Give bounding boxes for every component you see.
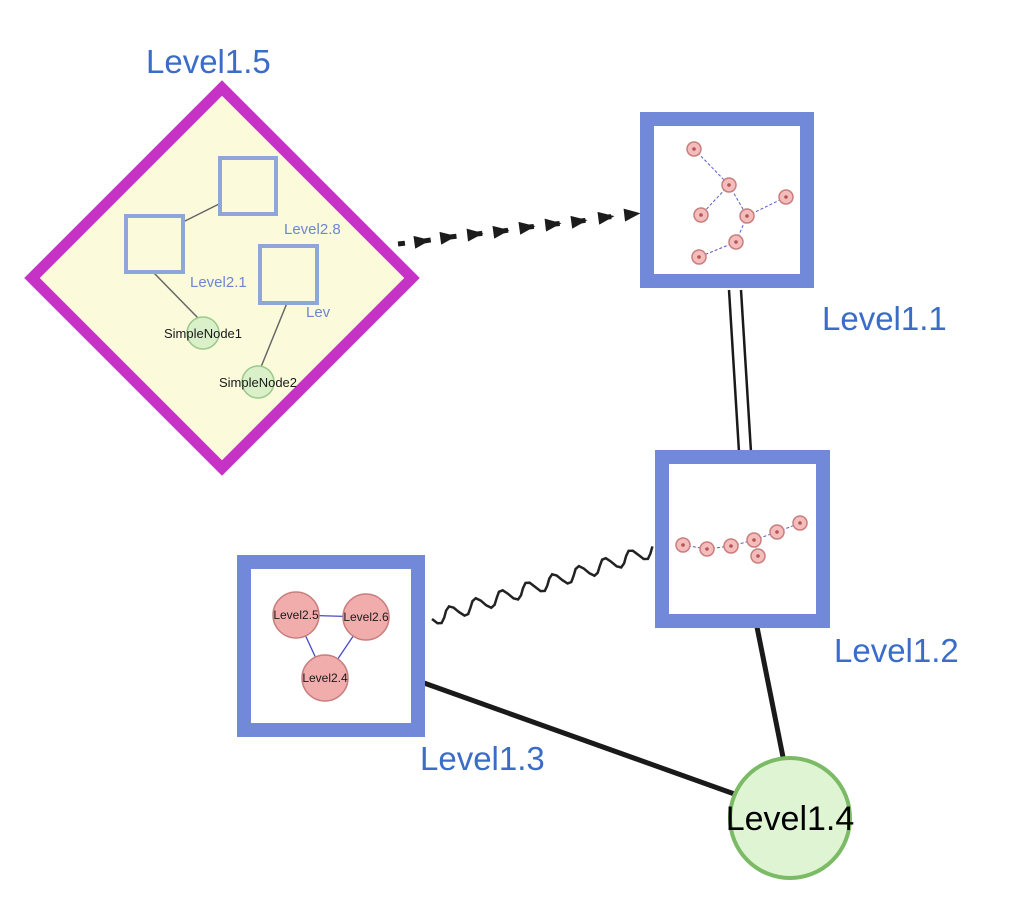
inner-edge-square-left-simplenode1[interactable] xyxy=(152,271,199,319)
label-level1-5: Level1.5 xyxy=(146,43,271,80)
level1-4-circle[interactable] xyxy=(728,756,852,880)
group-node-level2-8[interactable] xyxy=(218,156,278,216)
level1-2-mini-node-marks xyxy=(681,521,802,558)
group-node-level1-5[interactable]: Level2.8 Level2.1 Lev SimpleNode1 Simple… xyxy=(24,80,420,476)
diamond-shape[interactable] xyxy=(24,80,420,476)
node-level2-4[interactable] xyxy=(301,654,349,702)
label-level1-2: Level1.2 xyxy=(834,632,959,669)
label-level2-8: Level2.8 xyxy=(284,221,341,238)
edge-level15-to-level11[interactable] xyxy=(397,208,641,249)
node-simplenode1[interactable] xyxy=(186,316,220,350)
label-level1-1: Level1.1 xyxy=(822,300,947,337)
label-level1-4: Level1.4 xyxy=(726,800,855,838)
level1-2-mini-nodes xyxy=(675,515,808,564)
label-level2-1: Level2.1 xyxy=(190,274,247,291)
label-simplenode2: SimpleNode2 xyxy=(219,375,297,390)
level1-1-mini-node-marks xyxy=(692,147,788,259)
edge-level13-to-level14[interactable] xyxy=(421,680,743,799)
level1-1-mini-nodes xyxy=(686,141,794,265)
label-lev: Lev xyxy=(306,304,331,321)
label-level1-3: Level1.3 xyxy=(420,740,545,777)
group-node-level2-1[interactable] xyxy=(124,214,185,274)
node-level1-2[interactable] xyxy=(655,450,830,628)
edge-level13-to-level12[interactable] xyxy=(431,546,654,625)
label-level2-4: Level2.4 xyxy=(302,671,348,685)
node-level1-4[interactable] xyxy=(728,756,852,880)
label-level2-6: Level2.6 xyxy=(343,610,389,624)
inner-edge-square-top-square-left[interactable] xyxy=(182,203,220,223)
level1-3-frame[interactable] xyxy=(237,555,425,737)
node-level2-6[interactable] xyxy=(342,593,390,641)
edge-level11-to-level12[interactable] xyxy=(727,289,753,453)
inner-edge-square-right-simplenode2[interactable] xyxy=(260,302,288,368)
edge-level12-to-level14[interactable] xyxy=(754,624,787,765)
node-level2-5[interactable] xyxy=(272,591,320,639)
node-simplenode2[interactable] xyxy=(241,365,275,399)
label-simplenode1: SimpleNode1 xyxy=(164,326,242,341)
node-level1-3[interactable]: Level2.5 Level2.6 Level2.4 xyxy=(237,555,425,737)
group-node-lev[interactable] xyxy=(258,244,319,305)
level1-1-frame[interactable] xyxy=(640,112,814,288)
node-level1-1[interactable] xyxy=(640,112,814,288)
level1-2-frame[interactable] xyxy=(655,450,830,628)
label-level2-5: Level2.5 xyxy=(273,608,319,622)
